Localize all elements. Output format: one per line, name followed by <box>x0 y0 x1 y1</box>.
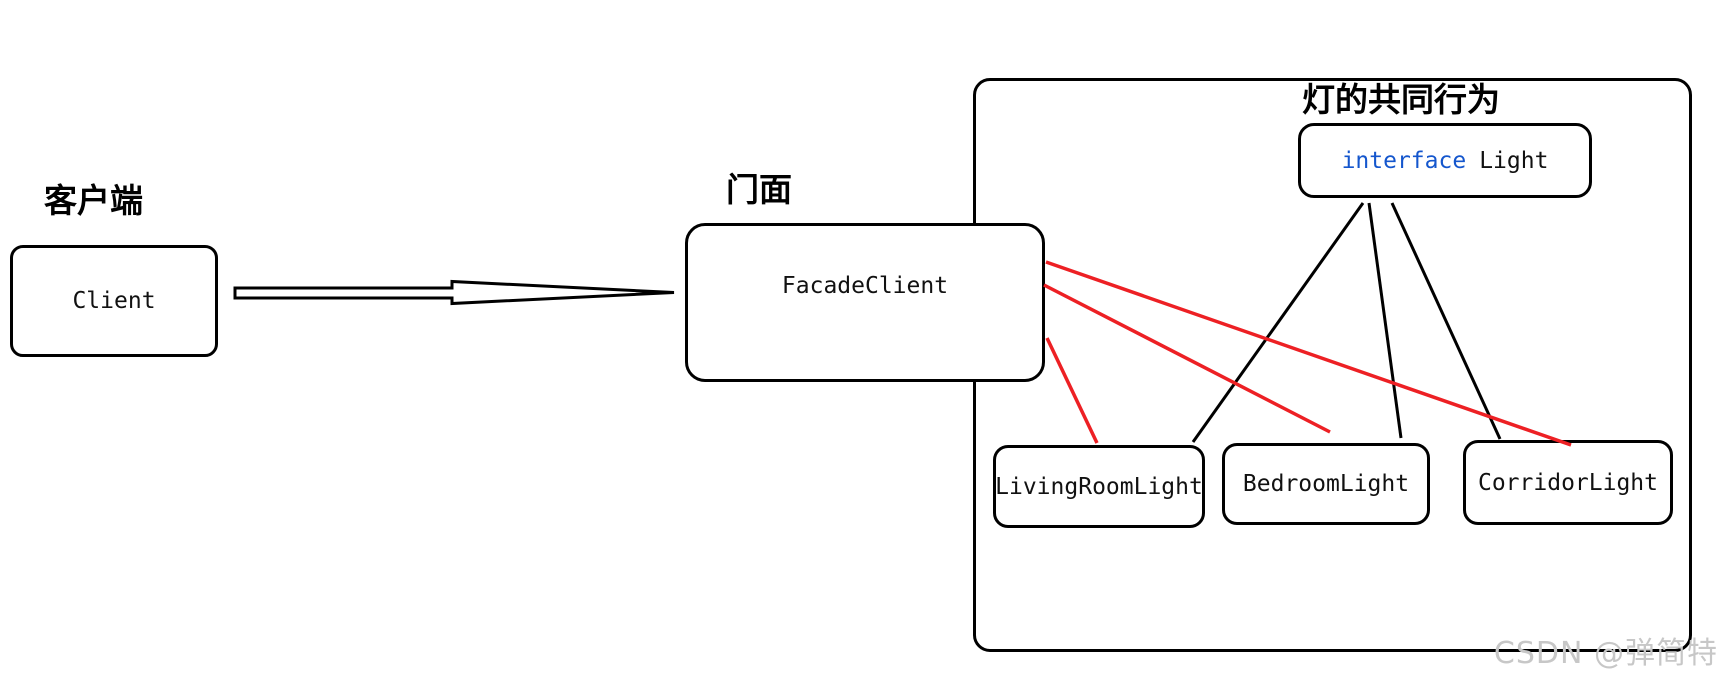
interface-light-node: interface Light <box>1298 123 1592 198</box>
corridorlight-node: CorridorLight <box>1463 440 1673 525</box>
client-node: Client <box>10 245 218 357</box>
facade-client-node-label: FacadeClient <box>781 273 949 299</box>
client-to-facade-arrow <box>233 279 675 306</box>
interface-keyword-label: interface <box>1341 147 1467 174</box>
client-node-label: Client <box>72 288 156 314</box>
corridorlight-node-label: CorridorLight <box>1477 469 1658 496</box>
facade-heading: 门面 <box>726 170 792 209</box>
bedroomlight-node-label: BedroomLight <box>1242 471 1410 497</box>
facade-client-node: FacadeClient <box>685 223 1045 382</box>
livingroomlight-node-label: LivingRoomLight <box>995 473 1203 500</box>
csdn-watermark: CSDN @弹简特 <box>1493 636 1718 671</box>
interface-name-label: Light <box>1479 147 1549 174</box>
client-heading: 客户端 <box>44 181 143 220</box>
livingroomlight-node: LivingRoomLight <box>993 445 1205 528</box>
lights-group-heading: 灯的共同行为 <box>1302 80 1500 119</box>
bedroomlight-node: BedroomLight <box>1222 443 1430 525</box>
